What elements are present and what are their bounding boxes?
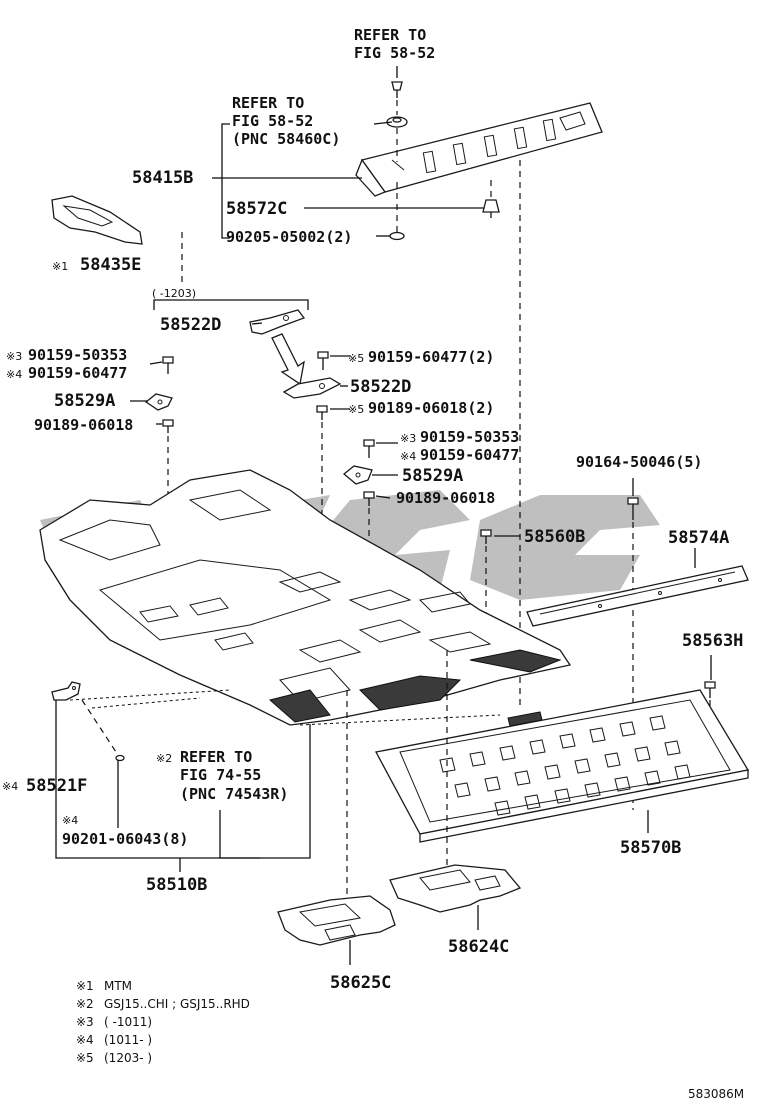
footnote-mark: ※5 (76, 1051, 94, 1065)
floor-mat-58570B (375, 689, 750, 843)
part-label-58529A-left: 58529A (54, 391, 115, 411)
part-label-58560B: 58560B (524, 527, 585, 547)
footnote-mark: ※2 (76, 997, 94, 1011)
part-label-58522D-low: 58522D (350, 377, 411, 397)
refer-top-line2: FIG 58-52 (354, 44, 435, 62)
part-label-58510B: 58510B (146, 875, 207, 895)
mark-90189-06018-2: ※5 (348, 403, 364, 416)
part-58435E (51, 195, 143, 245)
screw-90164-icon (627, 497, 639, 520)
refer-mid-line2: FIG 58-52 (232, 112, 313, 130)
refer-mid-line3: (PNC 58460C) (232, 130, 340, 148)
bolt-90189-right-icon (363, 491, 375, 506)
part-label-90189-06018-left: 90189-06018 (34, 416, 133, 434)
part-label-90201: 90201-06043(8) (62, 830, 188, 848)
carpet-edge-dashes (69, 689, 501, 726)
part-label-58521F: 58521F (26, 776, 87, 796)
mark-refer-low: ※2 (156, 752, 172, 765)
clip-58563H-icon (704, 681, 716, 698)
part-label-58522D-top: 58522D (160, 315, 221, 335)
mark-58521F: ※4 (2, 780, 18, 793)
part-label-58624C: 58624C (448, 937, 509, 957)
mark-90159-50353-b: ※3 (400, 432, 416, 445)
figure-code: 583086M (688, 1087, 744, 1101)
part-label-90189-06018-2: 90189-06018(2) (368, 399, 494, 417)
bolt-90159-60477-2-icon (317, 351, 329, 370)
refer-low-line1: REFER TO (180, 748, 252, 766)
panel-58415B (355, 102, 603, 197)
part-label-90159-60477-b: 90159-60477 (420, 446, 519, 464)
part-label-90205: 90205-05002(2) (226, 228, 352, 246)
floor-carpet-58510B (39, 469, 572, 726)
bracket-58529A-left (144, 393, 173, 411)
mark-90159-60477-b: ※4 (400, 450, 416, 463)
part-label-90159-50353-b: 90159-50353 (420, 428, 519, 446)
part-label-90159-50353-a: 90159-50353 (28, 346, 127, 364)
clip-top-icon (391, 81, 403, 98)
part-label-58563H: 58563H (682, 631, 743, 651)
part-label-58529A-right: 58529A (402, 466, 463, 486)
refer-low-line2: FIG 74-55 (180, 766, 261, 784)
footnote-text: GSJ15..CHI ; GSJ15..RHD (104, 997, 250, 1011)
refer-mid-line1: REFER TO (232, 94, 304, 112)
clip-58572C-icon (482, 199, 500, 218)
part-label-58435E: 58435E (80, 255, 141, 275)
cover-58624C (389, 864, 522, 913)
footnote-text: (1203- ) (104, 1051, 152, 1065)
part-label-90164: 90164-50046(5) (576, 453, 702, 471)
arrow-58522D (271, 333, 305, 386)
footnote-text: MTM (104, 979, 132, 993)
part-label-58570B: 58570B (620, 838, 681, 858)
footnote-mark: ※1 (76, 979, 94, 993)
mark-90159-60477-2: ※5 (348, 352, 364, 365)
screw-90201-icon (115, 754, 125, 762)
mark-90159-50353-a: ※3 (6, 350, 22, 363)
refer-top-line1: REFER TO (354, 26, 426, 44)
bolt-90159-left-icon (162, 356, 174, 374)
bracket-58522D-low (282, 377, 342, 399)
mark-90159-60477-a: ※4 (6, 368, 22, 381)
washer-90205-icon (389, 231, 405, 241)
range-1203: ( -1203) (152, 287, 196, 300)
footnotes: ※1 MTM ※2 GSJ15..CHI ; GSJ15..RHD ※3 ( -… (76, 979, 250, 1065)
bracket-58522D-top (249, 309, 306, 335)
bolt-90159-right-icon (363, 439, 375, 458)
sill-58574A (526, 565, 749, 627)
footnote-text: (1011- ) (104, 1033, 152, 1047)
part-label-58415B: 58415B (132, 168, 193, 188)
mark-90201: ※4 (62, 814, 78, 827)
mark-58435E: ※1 (52, 260, 68, 273)
cover-58625C (277, 895, 396, 946)
part-label-90189-06018-right: 90189-06018 (396, 489, 495, 507)
bracket-58521F (51, 681, 81, 701)
bolt-90189-left-icon (162, 419, 174, 433)
clip-58560B-icon (480, 529, 492, 544)
part-label-58625C: 58625C (330, 973, 391, 993)
bracket-58529A-right (342, 465, 373, 485)
leader-lines (55, 66, 712, 965)
part-label-58574A: 58574A (668, 528, 729, 548)
part-label-90159-60477-a: 90159-60477 (28, 364, 127, 382)
footnote-text: ( -1011) (104, 1015, 152, 1029)
footnote-mark: ※4 (76, 1033, 94, 1047)
grommet-58460C-icon (386, 116, 408, 128)
part-label-90159-60477-2: 90159-60477(2) (368, 348, 494, 366)
refer-low-line3: (PNC 74543R) (180, 785, 288, 803)
bolt-90189-06018-2-icon (316, 405, 328, 420)
part-label-58572C: 58572C (226, 199, 287, 219)
footnote-mark: ※3 (76, 1015, 94, 1029)
